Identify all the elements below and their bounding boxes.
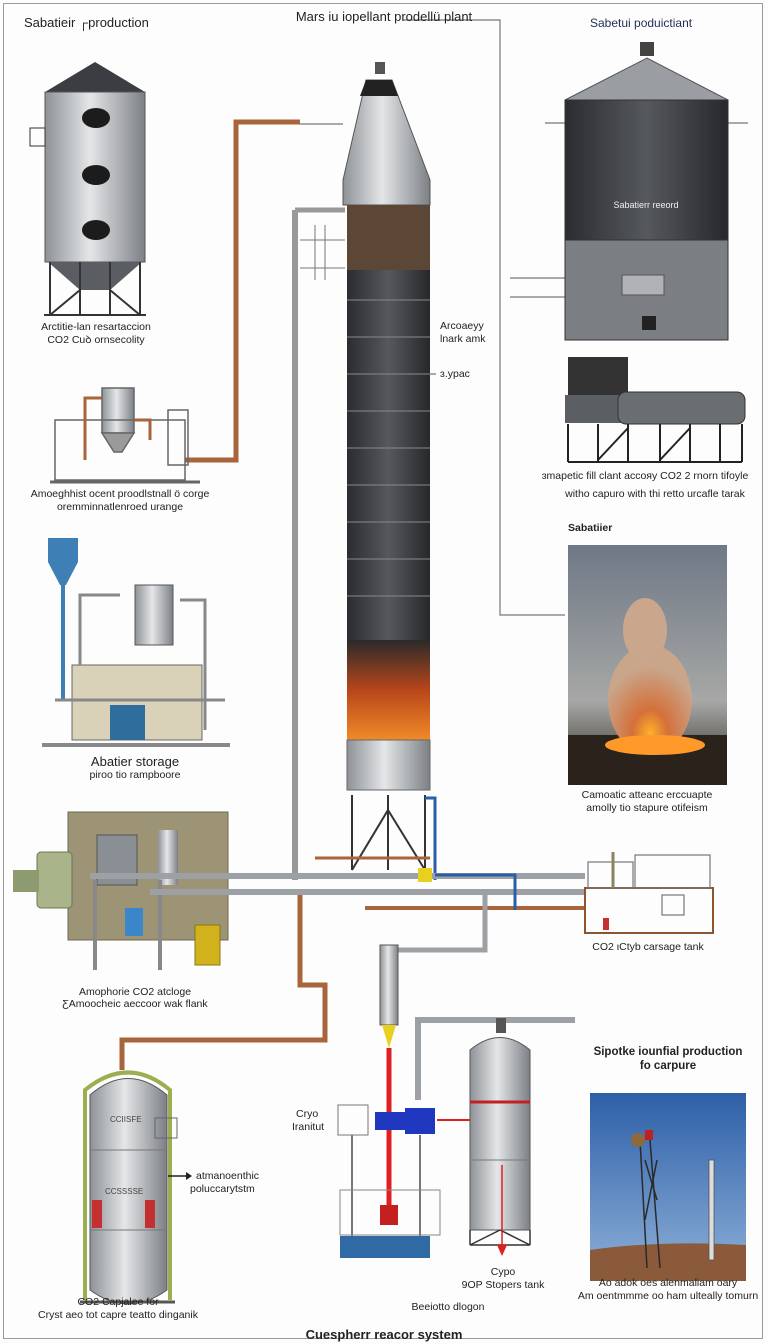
- equipment-left-3-caption-1: Amophorie CO2 atcloge: [78, 986, 192, 998]
- plume-caption-1: Camoatic atteanc erccuapte: [581, 789, 713, 801]
- bottom-tank-stencil-1: CCIISFE: [110, 1115, 142, 1124]
- footer-title: Cuespherr reacor system: [305, 1327, 463, 1342]
- copper-pipe-lower: [119, 890, 328, 1070]
- tower-pointer-label: ɜ.ypac: [440, 368, 470, 380]
- diagram-title: Mars iu iopellant prodellü plant: [295, 9, 473, 24]
- bottom-left-tank: [80, 1070, 192, 1305]
- bottom-tank-arrow-label-1: atmanoenthic: [196, 1170, 260, 1182]
- equipment-left-2-caption-2: piroo tio rampboore: [89, 769, 181, 781]
- plume-caption-2: amolly tio stapure otifeism: [586, 802, 708, 814]
- top-left-heading: Sabatieir ┌production: [24, 15, 149, 30]
- horizontal-tank-caption-1: ɜmapetic fill clant accoяy CO2 2 rnorn t…: [541, 470, 749, 482]
- cryo-tank-caption-1: Cypo: [490, 1266, 516, 1278]
- tower-photo-caption-1: Ao adok oes alenmaliam oary: [598, 1277, 738, 1289]
- silo-left-caption-2: CO2 Cuꝺ ornsecolity: [47, 334, 145, 346]
- tower-photo: [590, 1093, 746, 1281]
- horizontal-tank: [565, 357, 746, 463]
- equipment-left-1-caption-1: Amoeghhist ocent proodlstnall ö corge: [30, 488, 210, 500]
- cryo-tank-caption-2: 9OP Stopers tank: [461, 1279, 545, 1291]
- tower-note-1: Arcoaeyy: [440, 320, 484, 332]
- equipment-left-2-caption-1: Abatier storage: [90, 754, 180, 769]
- bottom-tank-caption-2: Cryst aeo tot capre teatto dinganik: [38, 1309, 198, 1321]
- silo-right: [564, 42, 729, 341]
- frame-line-right: [403, 19, 565, 616]
- equipment-left-1-caption-2: oremminnatlenroed urange: [56, 501, 184, 513]
- equipment-left-3-caption-2: ƸAmoocheic aeccoor wak flank: [62, 998, 208, 1010]
- tower-photo-caption-2: Am oentmmme oo ham ulteally tomurn: [577, 1290, 759, 1302]
- silo-left: [29, 62, 146, 316]
- cryo-unit: [337, 944, 470, 1258]
- equipment-left-2: [42, 538, 230, 747]
- top-right-heading: Sabetui poduictiant: [590, 16, 693, 30]
- silo-right-plate: Sabatierr reeord: [613, 200, 679, 210]
- silo-left-caption-1: Arctitie-lan resartaccion: [41, 321, 151, 333]
- main-propellant-tower: [292, 62, 437, 880]
- plume-photo: [568, 545, 727, 785]
- equipment-right: [584, 852, 714, 934]
- equipment-right-caption: CO2 ιCtyb carsage tank: [592, 941, 704, 953]
- bottom-tank-stencil-2: CCSSSSE: [105, 1187, 144, 1196]
- tower-photo-heading-2: fo carpure: [639, 1060, 697, 1072]
- cryo-label-1: Cryo: [296, 1108, 319, 1120]
- bottom-tank-arrow-label-2: poluccarytstm: [190, 1183, 255, 1195]
- tower-reaction-zone: [347, 640, 430, 740]
- cryo-storage-tank: [469, 1018, 531, 1256]
- cryo-label-2: Iranitut: [292, 1121, 325, 1133]
- tower-photo-heading-1: Sipotke iounfial production: [593, 1046, 743, 1058]
- equipment-left-1: [50, 387, 200, 484]
- bottom-tank-caption-1: CO2 Capjalee for: [77, 1296, 159, 1308]
- plume-heading: Sabatiier: [568, 522, 613, 534]
- page-border: [3, 3, 763, 1339]
- center-bottom-caption: Beeiotto dlogon: [411, 1301, 485, 1313]
- tower-note-2: lnark amk: [440, 333, 486, 345]
- copper-pipe-upper: [185, 119, 300, 463]
- horizontal-tank-caption-2: witho capuro with thi retto urcafle tara…: [565, 488, 745, 500]
- main-pipe-rack: [90, 856, 585, 1100]
